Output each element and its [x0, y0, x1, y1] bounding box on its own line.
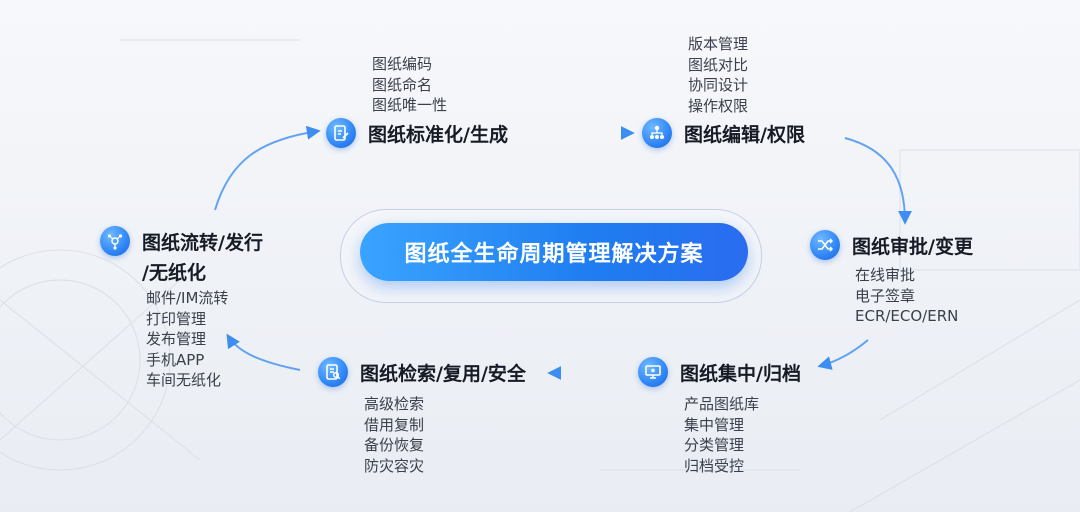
node-edit: 图纸编辑/权限 [642, 118, 805, 148]
monitor-icon [638, 357, 668, 387]
distribute-list: 邮件/IM流转 打印管理 发布管理 手机APP 车间无纸化 [146, 288, 228, 391]
list-item: 协同设计 [688, 76, 749, 94]
edit-list: 版本管理 图纸对比 协同设计 操作权限 [688, 34, 748, 116]
node-archive: 图纸集中/归档 [638, 357, 801, 387]
list-item: 高级检索 [364, 395, 425, 413]
list-item: 图纸命名 [372, 75, 433, 94]
document-search-icon [318, 357, 348, 387]
list-item: 图纸对比 [688, 55, 749, 74]
list-item: 集中管理 [684, 415, 745, 434]
archive-list: 产品图纸库 集中管理 分类管理 归档受控 [684, 394, 759, 476]
node-title: 图纸集中/归档 [680, 362, 801, 385]
team-hierarchy-icon [642, 118, 672, 148]
node-distribute: 图纸流转/发行 [100, 226, 263, 256]
node-search: 图纸检索/复用/安全 [318, 357, 526, 387]
node-standardize: 图纸标准化/生成 [326, 118, 508, 148]
list-item: 图纸编码 [372, 55, 433, 73]
list-item: 发布管理 [146, 330, 207, 348]
list-item: 分类管理 [684, 436, 745, 454]
network-nodes-icon [100, 226, 130, 256]
list-item: 图纸唯一性 [372, 96, 448, 114]
list-item: 产品图纸库 [684, 395, 760, 413]
node-title: 图纸编辑/权限 [684, 123, 805, 146]
node-title: 图纸流转/发行 [142, 231, 263, 254]
node-title: 图纸审批/变更 [852, 235, 973, 258]
list-item: 借用复制 [364, 415, 425, 434]
search-list: 高级检索 借用复制 备份恢复 防灾容灾 [364, 394, 424, 476]
shuffle-icon [810, 230, 840, 260]
list-item: 版本管理 [688, 35, 749, 53]
node-title: 图纸标准化/生成 [368, 123, 508, 146]
list-item: ECR/ECO/ERN [855, 307, 959, 325]
list-item: 邮件/IM流转 [146, 289, 229, 307]
document-edit-icon [326, 118, 356, 148]
list-item: 防灾容灾 [364, 456, 425, 475]
node-title: 图纸检索/复用/安全 [360, 362, 526, 385]
node-title-continued: /无纸化 [142, 262, 206, 284]
approve-list: 在线审批 电子签章 ECR/ECO/ERN [855, 265, 958, 327]
standardize-list: 图纸编码 图纸命名 图纸唯一性 [372, 54, 447, 116]
list-item: 操作权限 [688, 96, 749, 115]
list-item: 手机APP [146, 350, 205, 369]
center-title: 图纸全生命周期管理解决方案 [360, 223, 748, 281]
list-item: 车间无纸化 [146, 371, 222, 389]
list-item: 在线审批 [855, 266, 916, 284]
node-approve: 图纸审批/变更 [810, 230, 973, 260]
list-item: 归档受控 [684, 456, 745, 475]
list-item: 电子签章 [855, 286, 916, 305]
list-item: 打印管理 [146, 309, 207, 328]
list-item: 备份恢复 [364, 436, 425, 454]
